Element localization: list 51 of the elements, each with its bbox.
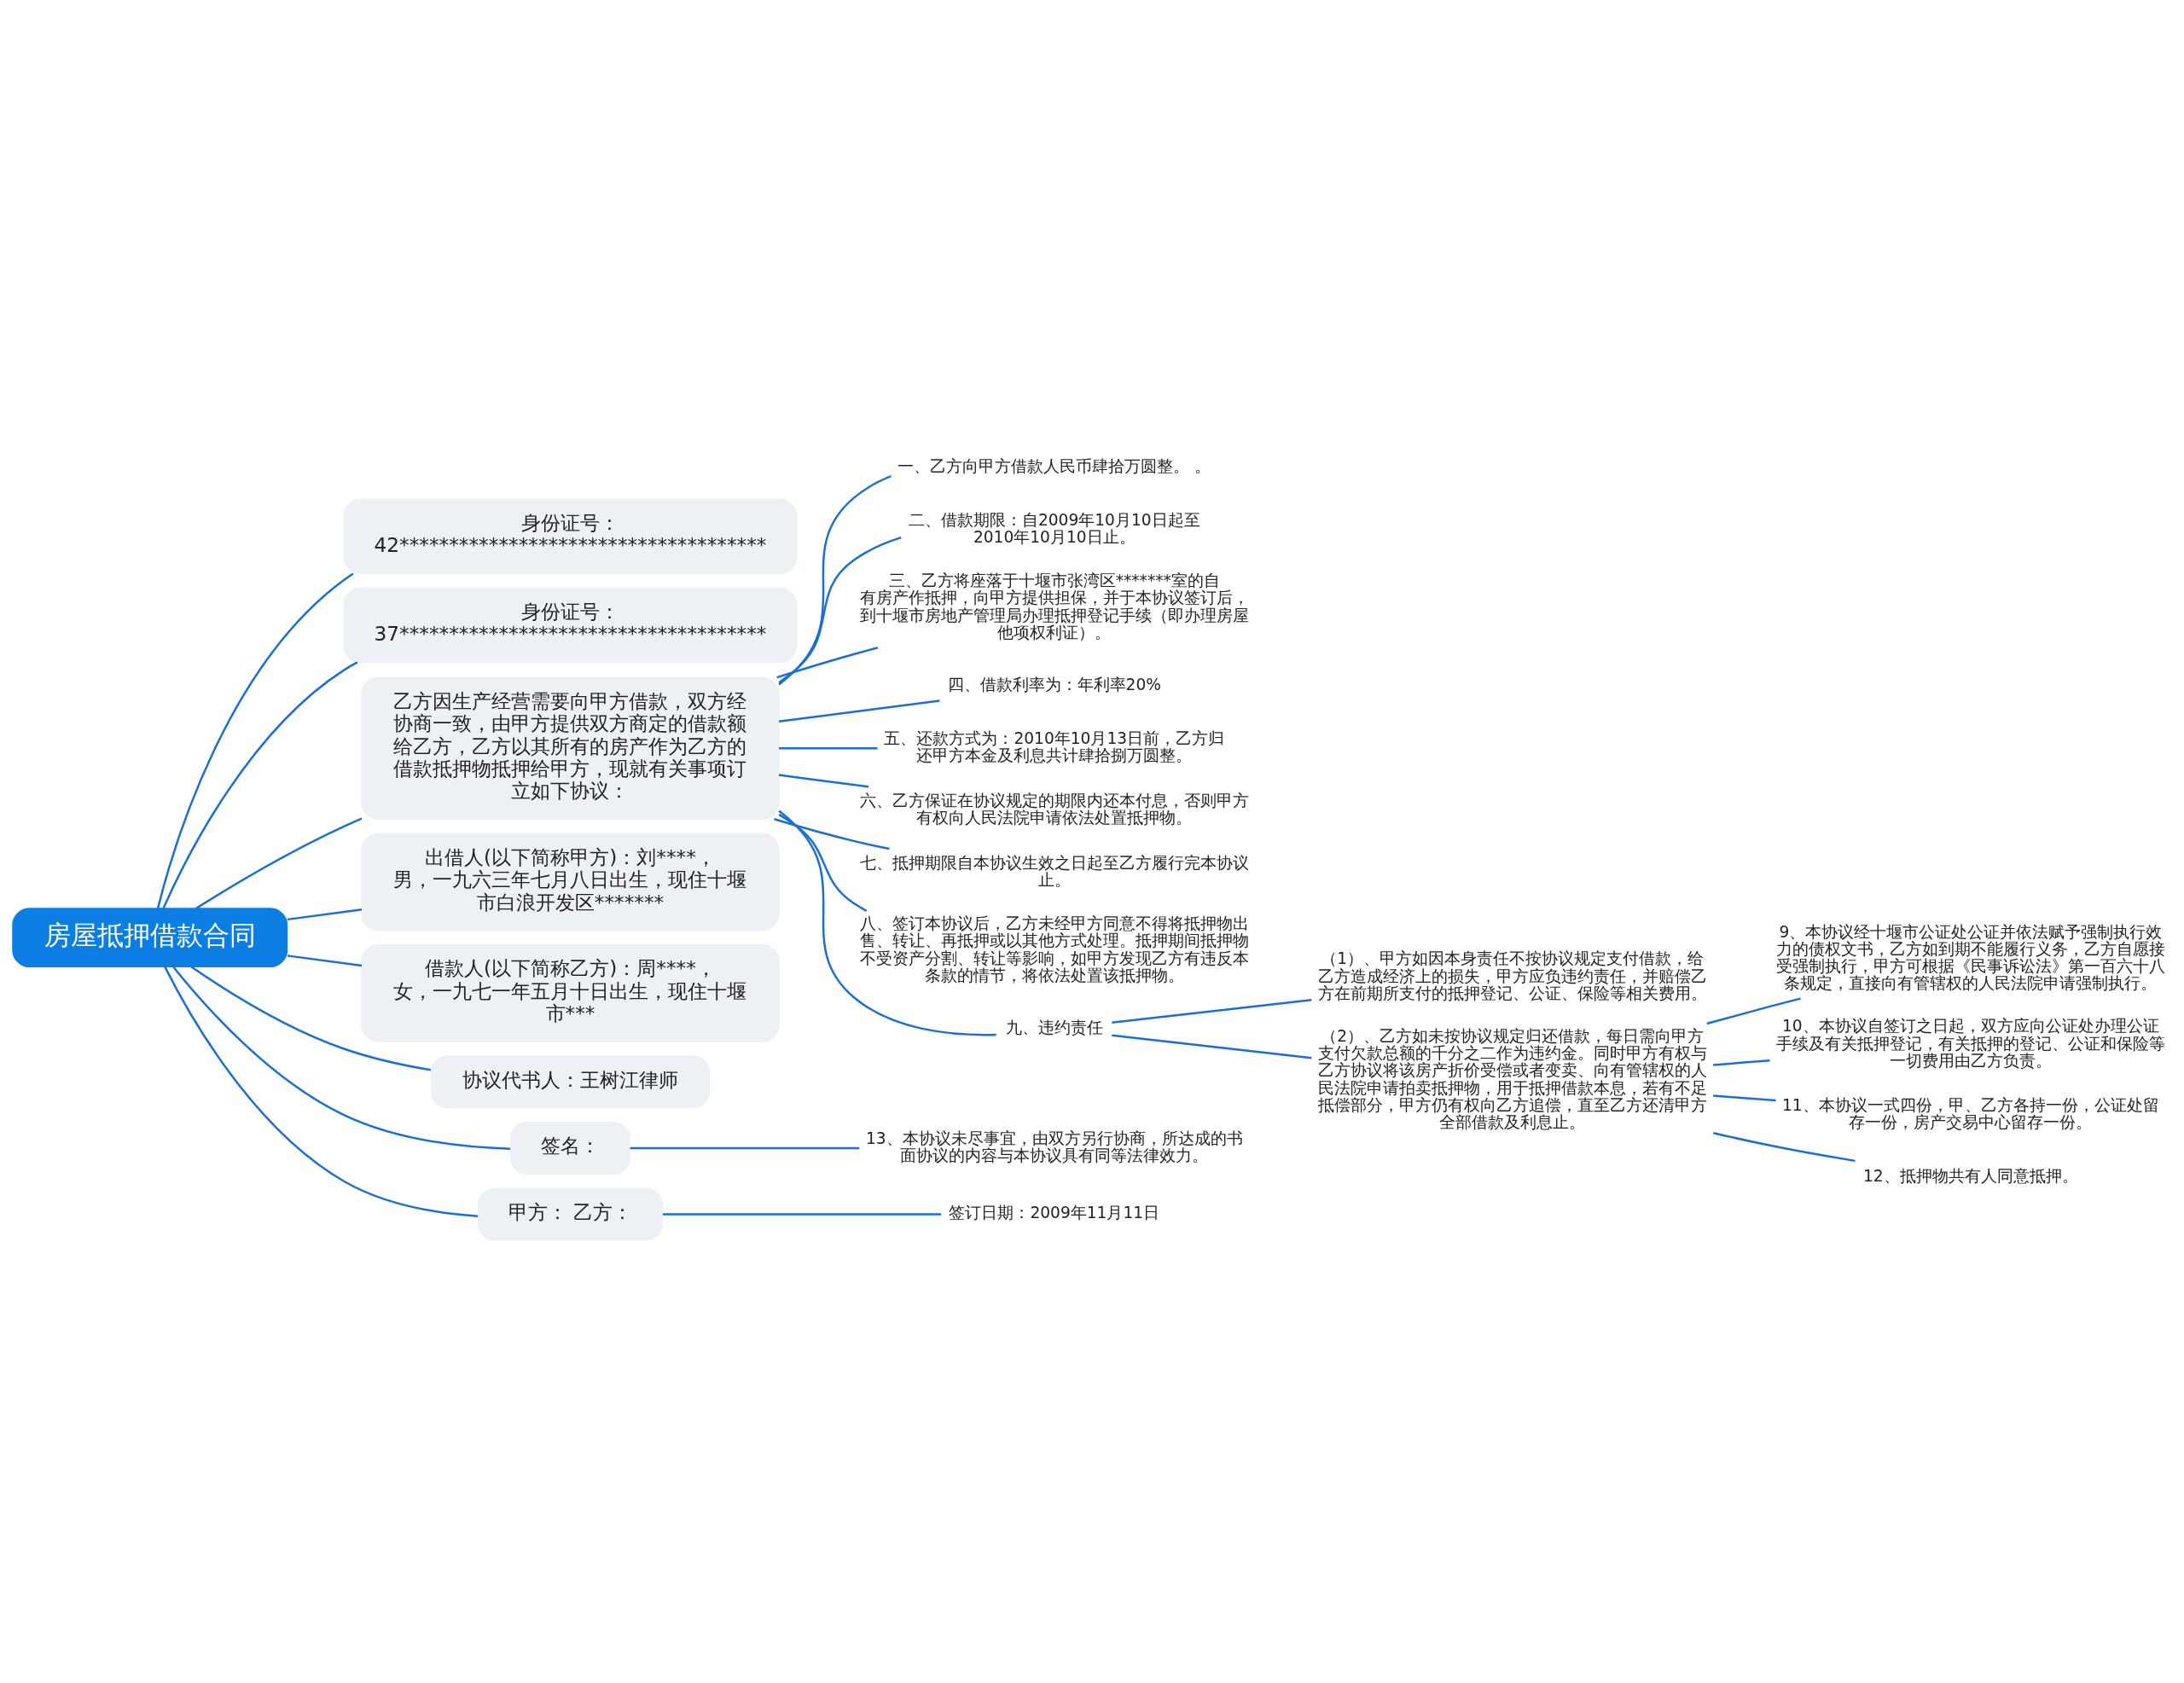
- connector: [1713, 1131, 1856, 1162]
- node-box: 借款人(以下简称乙方)：周****，女，一九七一年五月十日出生，现住十堰市***: [361, 943, 780, 1042]
- connector: [287, 954, 363, 966]
- node-text: 二、借款期限：自2009年10月10日起至2010年10月10日止。: [908, 510, 1200, 546]
- node-box: 甲方： 乙方：: [477, 1187, 664, 1241]
- connector: [1706, 996, 1801, 1024]
- connector: [630, 1146, 860, 1149]
- connector: [172, 966, 511, 1150]
- node-text: （1）、甲方如因本身责任不按协议规定支付借款，给乙方造成经济上的损失，甲方应负违约责任，并赔偿乙方在前期所支付的抵押登记、公证、保险等相关费用。: [1317, 949, 1707, 1002]
- connector: [778, 813, 868, 912]
- node-box: 身份证号：37*************************************: [343, 587, 798, 663]
- connector: [1713, 1059, 1770, 1066]
- connector: [662, 1212, 942, 1216]
- connector: [776, 646, 879, 678]
- connector: [1112, 998, 1312, 1024]
- connector: [287, 908, 363, 920]
- connector: [778, 773, 869, 787]
- connector: [156, 572, 354, 908]
- connector: [774, 817, 890, 850]
- connector: [162, 660, 358, 908]
- connector: [1713, 1094, 1776, 1101]
- connector: [778, 699, 940, 723]
- node-text: 13、本协议未尽事宜，由双方另行协商，所达成的书面协议的内容与本协议具有同等法律效力。: [865, 1129, 1243, 1164]
- node-box: 乙方因生产经营需要向甲方借款，双方经协商一致，由甲方提供双方商定的借款额给乙方，乙方以其所有的房产作为乙方的借款抵押物抵押给甲方，现就有关事项订立如下协议：: [361, 676, 780, 820]
- node-text: 五、还款方式为：2010年10月13日前，乙方归还甲方本金及利息共计肆拾捌万圆整。: [884, 728, 1225, 764]
- connector: [778, 474, 892, 685]
- connector: [778, 536, 902, 683]
- connector: [779, 746, 878, 749]
- connector: [1112, 1033, 1312, 1059]
- connector: [195, 816, 363, 909]
- node-box: 身份证号：42*************************************: [343, 498, 798, 574]
- connector: [778, 810, 996, 1036]
- node-box: 出借人(以下简称甲方)：刘****，男，一九六三年七月八日出生，现住十堰市白浪开发区*******: [361, 833, 780, 931]
- node-text: 四、借款利率为：年利率20%: [947, 675, 1161, 694]
- node-box: 协议代书人：王树江律师: [430, 1054, 711, 1108]
- node-text: 10、本协议自签订之日起，双方应向公证处办理公证手续及有关抵押登记，有关抵押的登记、公证和保险等一切费用由乙方负责。: [1775, 1016, 2165, 1070]
- node-text: 七、抵押期限自本协议生效之日起至乙方履行完本协议止。: [859, 853, 1249, 889]
- node-text: 三、乙方将座落于十堰市张湾区*******室的自有房产作抵押，向甲方提供担保，并于本协议签订后，到十堰市房地产管理局办理抵押登记手续（即办理房屋他项权利证）。: [859, 571, 1249, 641]
- node-text: 11、本协议一式四份，甲、乙方各持一份，公证处留存一份，房产交易中心留存一份。: [1781, 1095, 2159, 1131]
- node-text: 9、本协议经十堰市公证处公证并依法赋予强制执行效力的债权文书，乙方如到期不能履行义务，乙方自愿接受强制执行，甲方可根据《民事诉讼法》第一百六十八条规定，直接向有管辖权的人民法院申请强制执行。: [1775, 922, 2165, 992]
- node-text: 签订日期：2009年11月11日: [949, 1203, 1160, 1222]
- node-text: 12、抵押物共有人同意抵押。: [1862, 1166, 2078, 1185]
- node-text: （2）、乙方如未按协议规定归还借款，每日需向甲方支付欠款总额的千分之二作为违约金。同时甲方有权与乙方协议将该房产折价受偿或者变卖、向有管辖权的人民法院申请拍卖抵押物，用于抵押借款本息，若有不足抵偿部分，甲方仍有权向乙方追偿，直至乙方还清甲方全部借款及利息止。: [1317, 1026, 1707, 1131]
- node-text: 八、签订本协议后，乙方未经甲方同意不得将抵押物出售、转让、再抵押或以其他方式处理。抵押期间抵押物不受资产分割、转让等影响，如甲方发现乙方有违反本条款的情节，将依法处置该抵押物。: [859, 914, 1249, 984]
- connector: [164, 966, 479, 1217]
- node-text: 一、乙方向甲方借款人民币肆拾万圆整。 。: [897, 456, 1211, 475]
- node-text: 六、乙方保证在协议规定的期限内还本付息，否则甲方有权向人民法院申请依法处置抵押物。: [859, 791, 1249, 827]
- connector: [190, 966, 432, 1071]
- node-box: 签名：: [509, 1121, 631, 1175]
- node-text: 九、违约责任: [1005, 1018, 1103, 1036]
- node-box: 房屋抵押借款合同: [12, 907, 288, 967]
